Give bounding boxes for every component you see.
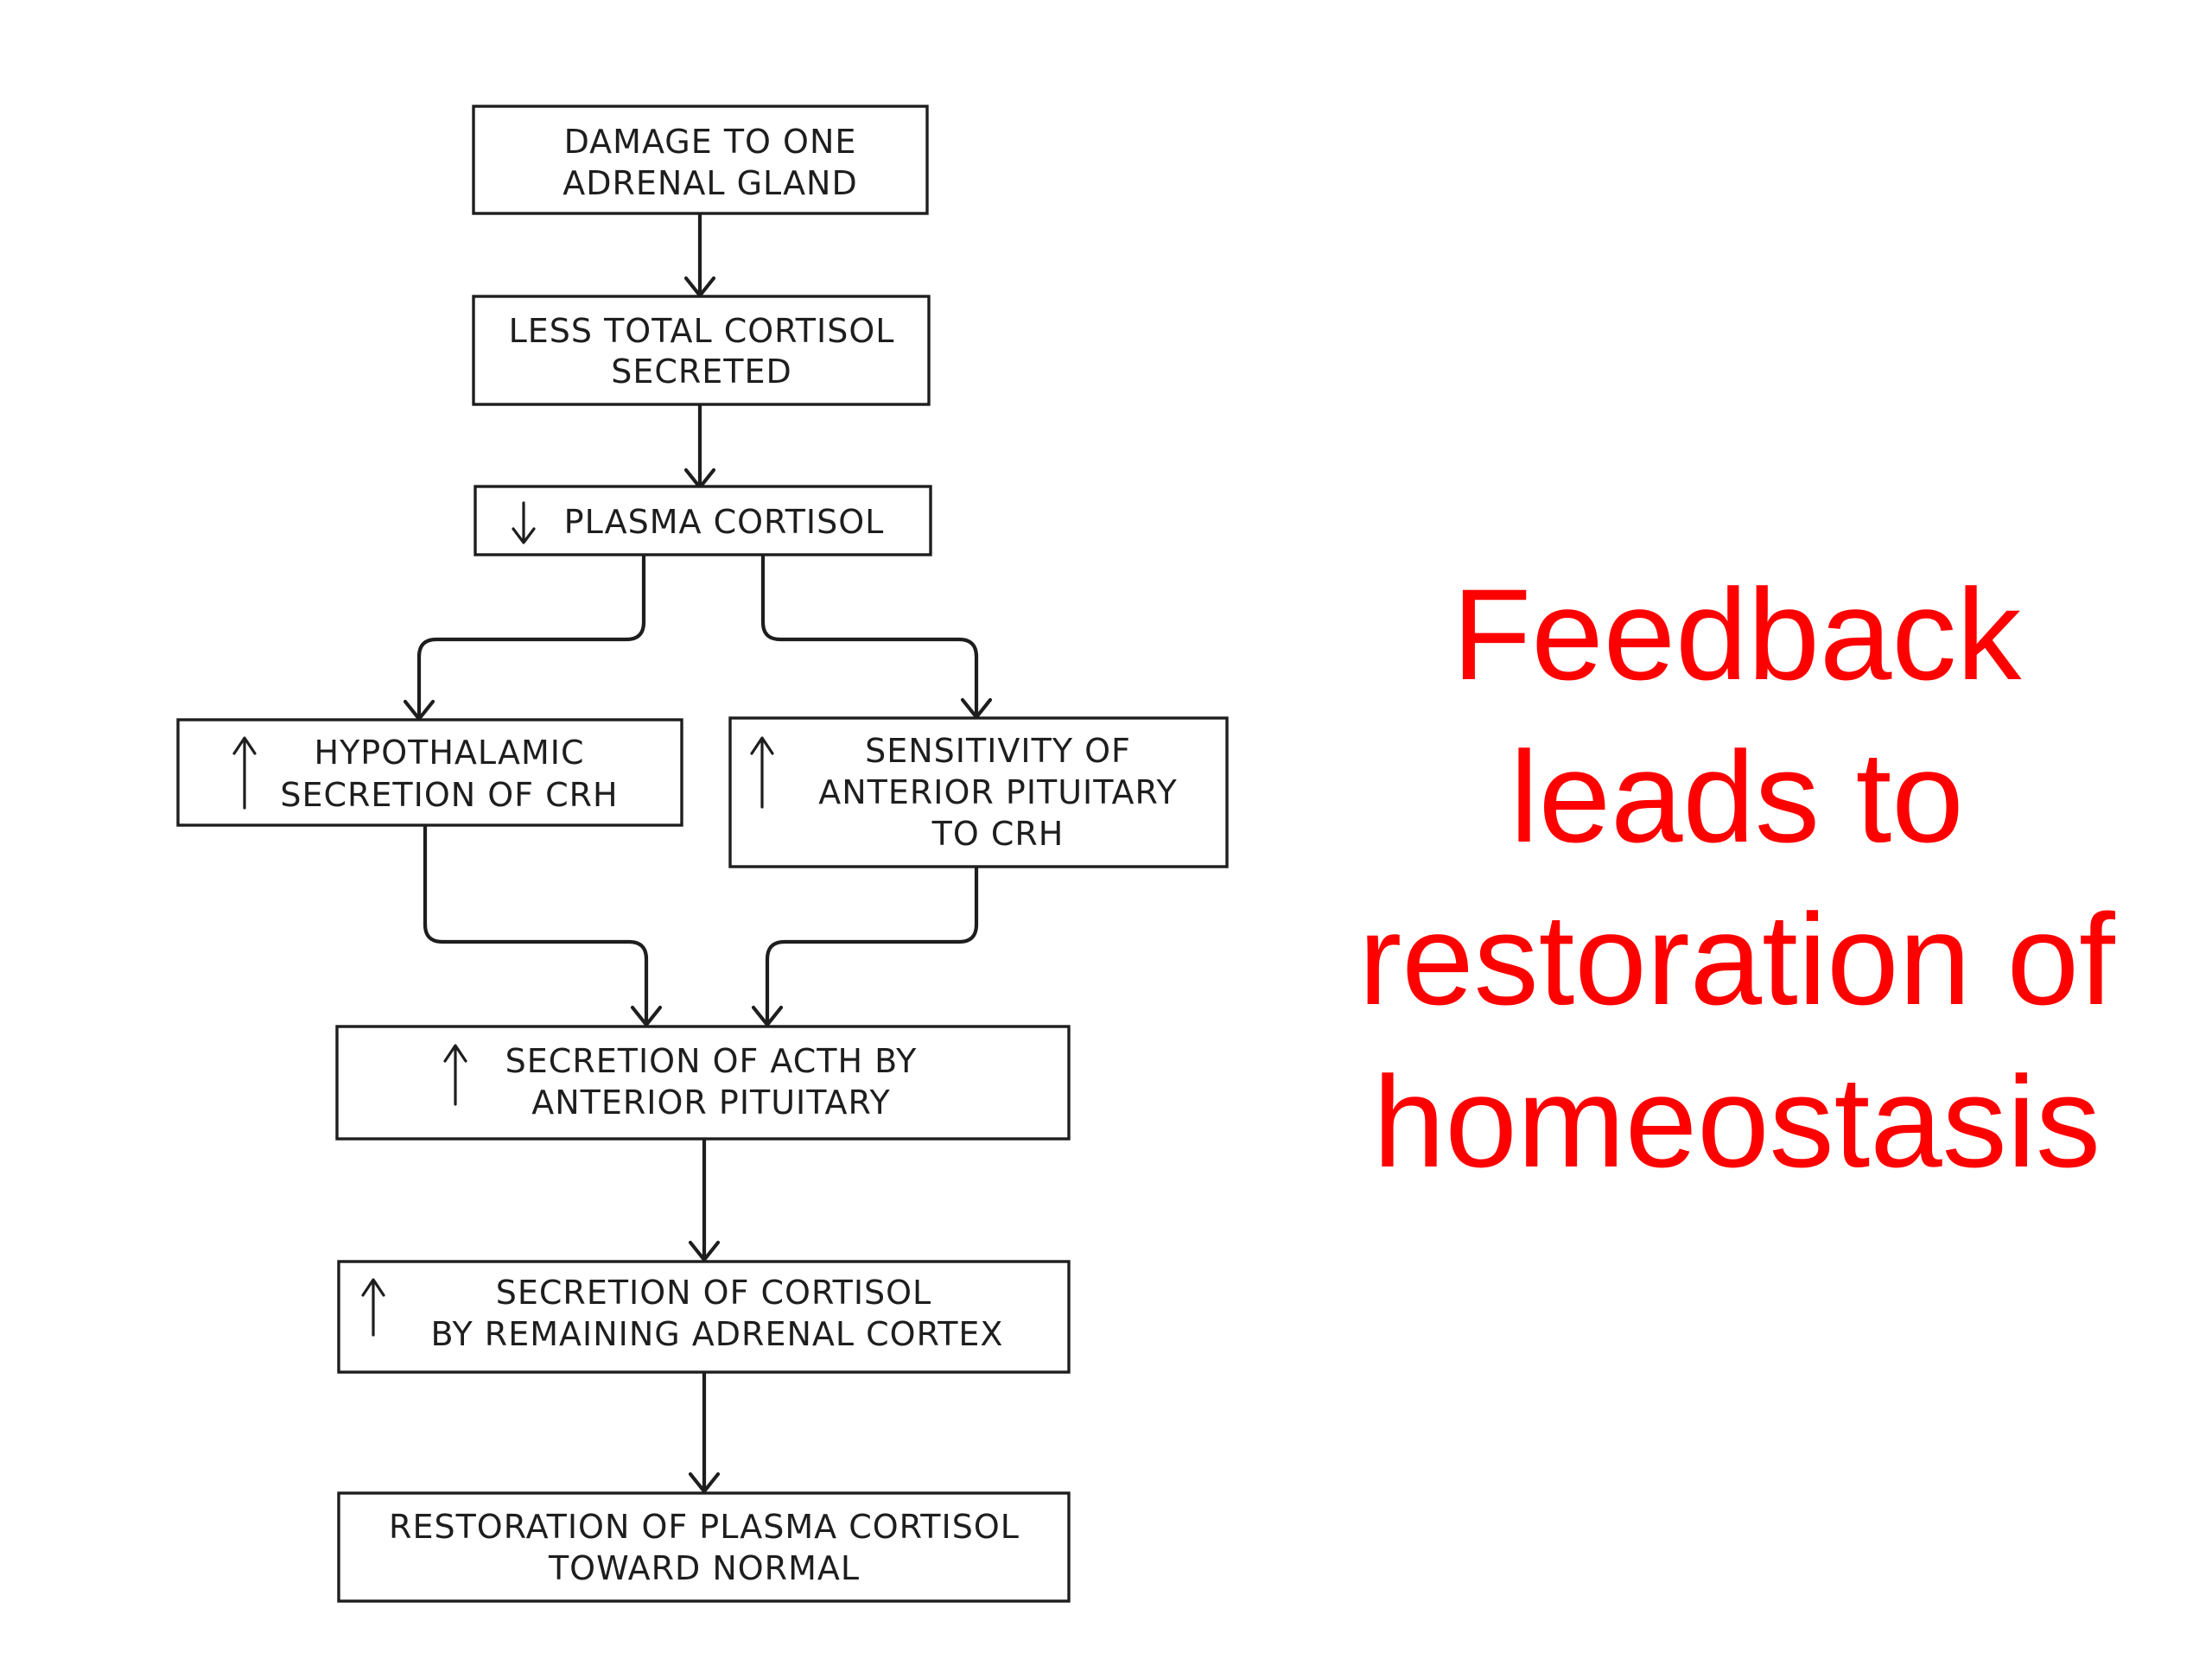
slide-title-line-4: homeostasis bbox=[1372, 1049, 2101, 1194]
slide-title-line-1: Feedback bbox=[1452, 562, 2022, 707]
box-secretion-of-cortisol: SECRETION OF CORTISOL BY REMAINING ADREN… bbox=[337, 1260, 1071, 1374]
slide-title-line-3: restoration of bbox=[1358, 887, 2115, 1032]
connector-sensitivity-to-acth bbox=[765, 864, 979, 1026]
box-damage-to-one-adrenal-gland: DAMAGE TO ONE ADRENAL GLAND bbox=[472, 105, 929, 215]
box-less-total-cortisol-secreted: LESS TOTAL CORTISOL SECRETED bbox=[472, 295, 931, 406]
box-restoration-line-1: RESTORATION OF PLASMA CORTISOL bbox=[389, 1508, 1020, 1546]
box-restoration-of-plasma-cortisol: RESTORATION OF PLASMA CORTISOL TOWARD NO… bbox=[337, 1491, 1071, 1603]
up-arrow-icon bbox=[232, 736, 257, 810]
arrowhead-acth-to-cortisol bbox=[688, 1240, 721, 1262]
box-acth-line-2: ANTERIOR PITUITARY bbox=[531, 1084, 890, 1122]
flow-connectors bbox=[403, 211, 993, 1494]
box-less-cortisol-line-2: SECRETED bbox=[611, 353, 792, 391]
box-secretion-of-acth: SECRETION OF ACTH BY ANTERIOR PITUITARY bbox=[335, 1025, 1071, 1141]
connector-hypothalamic-to-acth bbox=[423, 823, 649, 1026]
arrowhead-sensitivity-to-acth bbox=[751, 1005, 784, 1027]
box-damage-line-2: ADRENAL GLAND bbox=[563, 164, 858, 202]
arrowhead-cortisol-to-restoration bbox=[688, 1471, 721, 1494]
box-plasma-label: PLASMA CORTISOL bbox=[564, 503, 885, 541]
box-sensitivity-line-1: SENSITIVITY OF bbox=[865, 732, 1131, 770]
box-plasma-cortisol: PLASMA CORTISOL bbox=[474, 485, 932, 556]
slide-title-line-2: leads to bbox=[1510, 724, 1964, 869]
box-hypothalamic-line-1: HYPOTHALAMIC bbox=[315, 734, 585, 772]
box-less-cortisol-line-1: LESS TOTAL CORTISOL bbox=[509, 312, 895, 350]
box-sensitivity-of-anterior-pituitary: SENSITIVITY OF ANTERIOR PITUITARY TO CRH bbox=[728, 716, 1229, 868]
connector-plasma-to-hypothalamic bbox=[416, 552, 646, 720]
box-restoration-line-2: TOWARD NORMAL bbox=[548, 1549, 860, 1587]
slide-title: Feedback leads to restoration of homeost… bbox=[1279, 553, 2195, 1203]
up-arrow-icon bbox=[361, 1278, 385, 1337]
box-sensitivity-line-3: TO CRH bbox=[931, 815, 1065, 853]
up-arrow-icon bbox=[443, 1044, 467, 1106]
down-arrow-icon bbox=[512, 501, 536, 544]
box-hypothalamic-line-2: SECRETION OF CRH bbox=[280, 776, 618, 814]
up-arrow-icon bbox=[750, 736, 774, 809]
connector-plasma-to-sensitivity bbox=[760, 552, 979, 718]
box-sensitivity-line-2: ANTERIOR PITUITARY bbox=[818, 773, 1177, 811]
box-hypothalamic-secretion-of-crh: HYPOTHALAMIC SECRETION OF CRH bbox=[176, 718, 683, 827]
box-damage-line-1: DAMAGE TO ONE bbox=[564, 123, 857, 161]
box-cortisol-line-1: SECRETION OF CORTISOL bbox=[496, 1274, 931, 1312]
box-acth-line-1: SECRETION OF ACTH BY bbox=[505, 1042, 918, 1080]
arrowhead-hypothalamic-to-acth bbox=[630, 1005, 663, 1027]
box-cortisol-line-2: BY REMAINING ADRENAL CORTEX bbox=[431, 1315, 1004, 1353]
